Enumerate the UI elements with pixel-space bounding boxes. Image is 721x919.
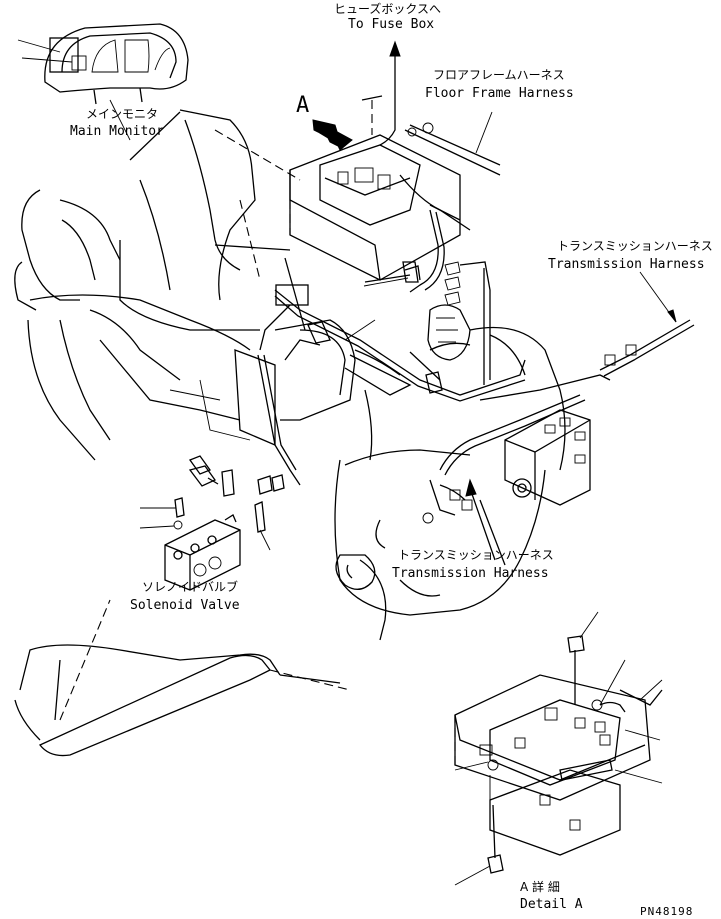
main-monitor-label-jp: メインモニタ	[86, 107, 159, 121]
leader-lines	[109, 99, 677, 323]
view-a-letter: A	[296, 93, 310, 118]
detail-a-drawing	[454, 611, 663, 886]
main-monitor-label-en: Main Monitor	[70, 124, 164, 139]
fuse-box-label-en: To Fuse Box	[348, 17, 435, 32]
part-code: PN48198	[640, 905, 694, 918]
floor-frame-drawing	[14, 559, 387, 757]
transmission-harness-label-2-jp: トランスミッションハーネス	[398, 548, 554, 562]
transmission-drawing	[334, 304, 591, 616]
floor-frame-harness-label-en: Floor Frame Harness	[425, 86, 574, 101]
solenoid-valve-drawing	[139, 465, 285, 591]
cab-frame-drawing	[14, 109, 301, 461]
detail-a-label-jp: A 詳 細	[520, 880, 560, 894]
solenoid-valve-label-en: Solenoid Valve	[130, 598, 240, 613]
harness-drawing	[257, 209, 695, 566]
bolts-drawing	[188, 265, 421, 475]
floor-frame-harness-label-jp: フロアフレームハーネス	[433, 68, 565, 82]
fuse-box-label-jp: ヒューズボックスへ	[334, 2, 442, 16]
transmission-harness-label-jp: トランスミッションハーネス	[557, 239, 713, 253]
solenoid-valve-label-jp: ソレノイドバルブ	[142, 580, 239, 594]
fuse-box-drawing	[289, 40, 501, 281]
bracket-drawing	[234, 319, 412, 446]
view-a-arrow	[312, 119, 353, 151]
transmission-harness-label-en: Transmission Harness	[548, 257, 705, 272]
transmission-harness-label-2-en: Transmission Harness	[392, 566, 549, 581]
main-monitor-drawing	[17, 23, 189, 105]
detail-a-label-en: Detail A	[520, 897, 583, 912]
